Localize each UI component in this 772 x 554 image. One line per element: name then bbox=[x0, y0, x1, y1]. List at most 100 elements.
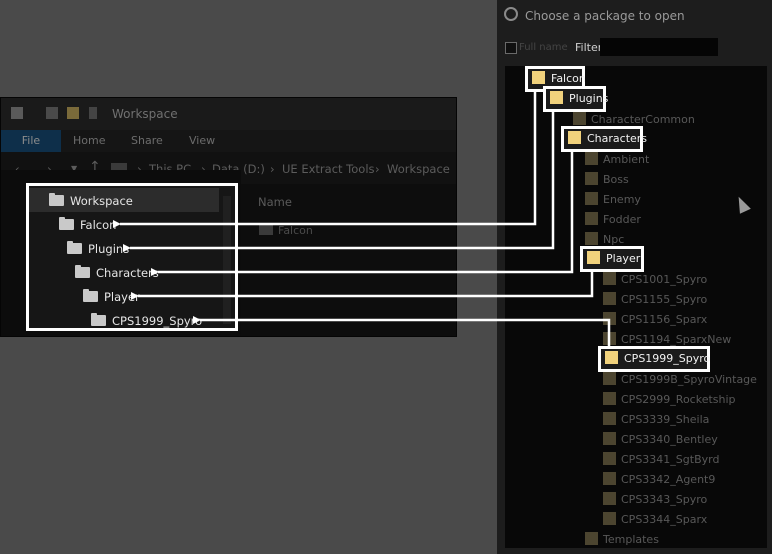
explorer-title: Workspace bbox=[112, 107, 178, 121]
properties-icon[interactable] bbox=[46, 107, 58, 119]
package-item-label: Boss bbox=[603, 173, 629, 186]
folder-icon bbox=[91, 313, 106, 326]
tab-home[interactable]: Home bbox=[73, 134, 106, 147]
package-item-player[interactable]: Player bbox=[580, 246, 644, 272]
package-item-label: Ambient bbox=[603, 153, 650, 166]
tree-item-falcon[interactable]: Falcon bbox=[59, 217, 116, 232]
tab-view[interactable]: View bbox=[189, 134, 216, 147]
filter-label: Filter: bbox=[575, 41, 606, 54]
folder-icon bbox=[585, 152, 598, 165]
folder-icon bbox=[585, 192, 598, 205]
folder-icon bbox=[603, 372, 616, 385]
package-item-cps3342[interactable]: CPS3342_Agent9 bbox=[603, 472, 715, 486]
tab-file[interactable]: File bbox=[1, 130, 61, 152]
package-item-boss[interactable]: Boss bbox=[585, 172, 629, 186]
arrow-player bbox=[131, 272, 594, 300]
full-name-checkbox[interactable] bbox=[505, 42, 517, 54]
folder-icon bbox=[59, 217, 74, 230]
file-list-item[interactable]: Falcon bbox=[259, 224, 313, 237]
arrow-plugins bbox=[123, 112, 555, 252]
folder-icon bbox=[603, 392, 616, 405]
filter-input[interactable] bbox=[600, 38, 718, 56]
breadcrumb-separator: › bbox=[270, 162, 275, 176]
folder-icon bbox=[83, 289, 98, 302]
tree-item-player[interactable]: Player bbox=[83, 289, 140, 304]
up-icon[interactable]: ↑ bbox=[89, 159, 101, 175]
tree-item-label: CPS1999_Spyro bbox=[112, 314, 203, 328]
package-item-label: CPS3341_SgtByrd bbox=[621, 453, 720, 466]
package-item-label: Player bbox=[606, 252, 641, 265]
package-item-cps3339[interactable]: CPS3339_Sheila bbox=[603, 412, 709, 426]
breadcrumb-workspace[interactable]: Workspace bbox=[387, 162, 450, 176]
folder-icon bbox=[603, 412, 616, 425]
ribbon: File Home Share View bbox=[1, 130, 456, 152]
package-item-label: Npc bbox=[603, 233, 625, 246]
package-item-label: CPS3343_Spyro bbox=[621, 493, 708, 506]
package-item-label: CPS1001_Spyro bbox=[621, 273, 708, 286]
highlighted-folder-tree: Workspace Falcon Plugins Characters Play… bbox=[26, 183, 238, 331]
column-header-name[interactable]: Name bbox=[258, 195, 292, 209]
folder-icon bbox=[603, 292, 616, 305]
package-item-enemy[interactable]: Enemy bbox=[585, 192, 641, 206]
back-icon[interactable]: ‹ bbox=[15, 162, 20, 176]
package-item-label: CPS1999_Spyro bbox=[624, 352, 711, 365]
package-item-label: CPS3342_Agent9 bbox=[621, 473, 716, 486]
new-folder-icon[interactable] bbox=[67, 107, 79, 119]
recent-locations-icon[interactable]: ▼ bbox=[71, 164, 78, 173]
unreal-logo-icon bbox=[504, 7, 518, 21]
arrow-cps1999 bbox=[193, 316, 611, 346]
folder-icon bbox=[603, 312, 616, 325]
tree-item-label: Workspace bbox=[70, 194, 133, 208]
arrow-characters bbox=[151, 152, 574, 276]
full-name-label: Full name bbox=[519, 42, 568, 53]
dialog-title: Choose a package to open bbox=[525, 9, 685, 23]
package-item-label: Enemy bbox=[603, 193, 641, 206]
package-item-label: Plugins bbox=[569, 92, 609, 105]
folder-icon bbox=[603, 512, 616, 525]
package-item-label: CPS3339_Sheila bbox=[621, 413, 710, 426]
chevron-down-icon[interactable] bbox=[89, 107, 97, 119]
breadcrumb-separator: › bbox=[137, 162, 142, 176]
tree-item-characters[interactable]: Characters bbox=[75, 265, 159, 280]
breadcrumb-ue-extract-tools[interactable]: UE Extract Tools bbox=[282, 162, 375, 176]
choose-package-dialog: Choose a package to open Full name Filte… bbox=[497, 0, 772, 554]
scrollbar[interactable] bbox=[223, 196, 231, 324]
package-item-templates[interactable]: Templates bbox=[585, 532, 659, 546]
tree-item-plugins[interactable]: Plugins bbox=[67, 241, 130, 256]
folder-icon bbox=[585, 532, 598, 545]
package-item-cps3341[interactable]: CPS3341_SgtByrd bbox=[603, 452, 719, 466]
package-item-cps3343[interactable]: CPS3343_Spyro bbox=[603, 492, 707, 506]
folder-icon bbox=[550, 91, 563, 104]
package-item-cps1999b[interactable]: CPS1999B_SpyroVintage bbox=[603, 372, 757, 386]
package-item-cps1155[interactable]: CPS1155_Spyro bbox=[603, 292, 707, 306]
package-item-label: CPS3344_Sparx bbox=[621, 513, 708, 526]
package-item-fodder[interactable]: Fodder bbox=[585, 212, 641, 226]
folder-icon bbox=[603, 452, 616, 465]
package-item-cps3340[interactable]: CPS3340_Bentley bbox=[603, 432, 718, 446]
package-item-label: Falcon bbox=[551, 72, 586, 85]
tree-item-label: Plugins bbox=[88, 242, 130, 256]
folder-icon bbox=[603, 492, 616, 505]
package-item-cps2999[interactable]: CPS2999_Rocketship bbox=[603, 392, 736, 406]
forward-icon[interactable]: › bbox=[47, 162, 52, 176]
folder-icon bbox=[585, 212, 598, 225]
package-item-charactercommon[interactable]: CharacterCommon bbox=[573, 112, 695, 126]
package-item-npc[interactable]: Npc bbox=[585, 232, 624, 246]
package-item-ambient[interactable]: Ambient bbox=[585, 152, 649, 166]
package-item-plugins[interactable]: Plugins bbox=[543, 86, 609, 112]
tab-share[interactable]: Share bbox=[131, 134, 163, 147]
tree-item-workspace[interactable]: Workspace bbox=[49, 193, 133, 208]
folder-icon bbox=[587, 251, 600, 264]
arrow-falcon bbox=[113, 92, 537, 228]
package-item-cps3344[interactable]: CPS3344_Sparx bbox=[603, 512, 707, 526]
package-tree[interactable]: CharacterCommon Ambient Boss Enemy Fodde… bbox=[505, 66, 767, 548]
folder-icon bbox=[573, 112, 586, 125]
package-item-cps1001[interactable]: CPS1001_Spyro bbox=[603, 272, 707, 286]
package-item-label: Characters bbox=[587, 132, 648, 145]
package-item-cps1999-spyro[interactable]: CPS1999_Spyro bbox=[598, 346, 710, 372]
tree-item-cps1999-spyro[interactable]: CPS1999_Spyro bbox=[91, 313, 203, 328]
package-item-characters[interactable]: Characters bbox=[561, 126, 647, 152]
package-item-cps1156[interactable]: CPS1156_Sparx bbox=[603, 312, 707, 326]
folder-icon bbox=[67, 241, 82, 254]
